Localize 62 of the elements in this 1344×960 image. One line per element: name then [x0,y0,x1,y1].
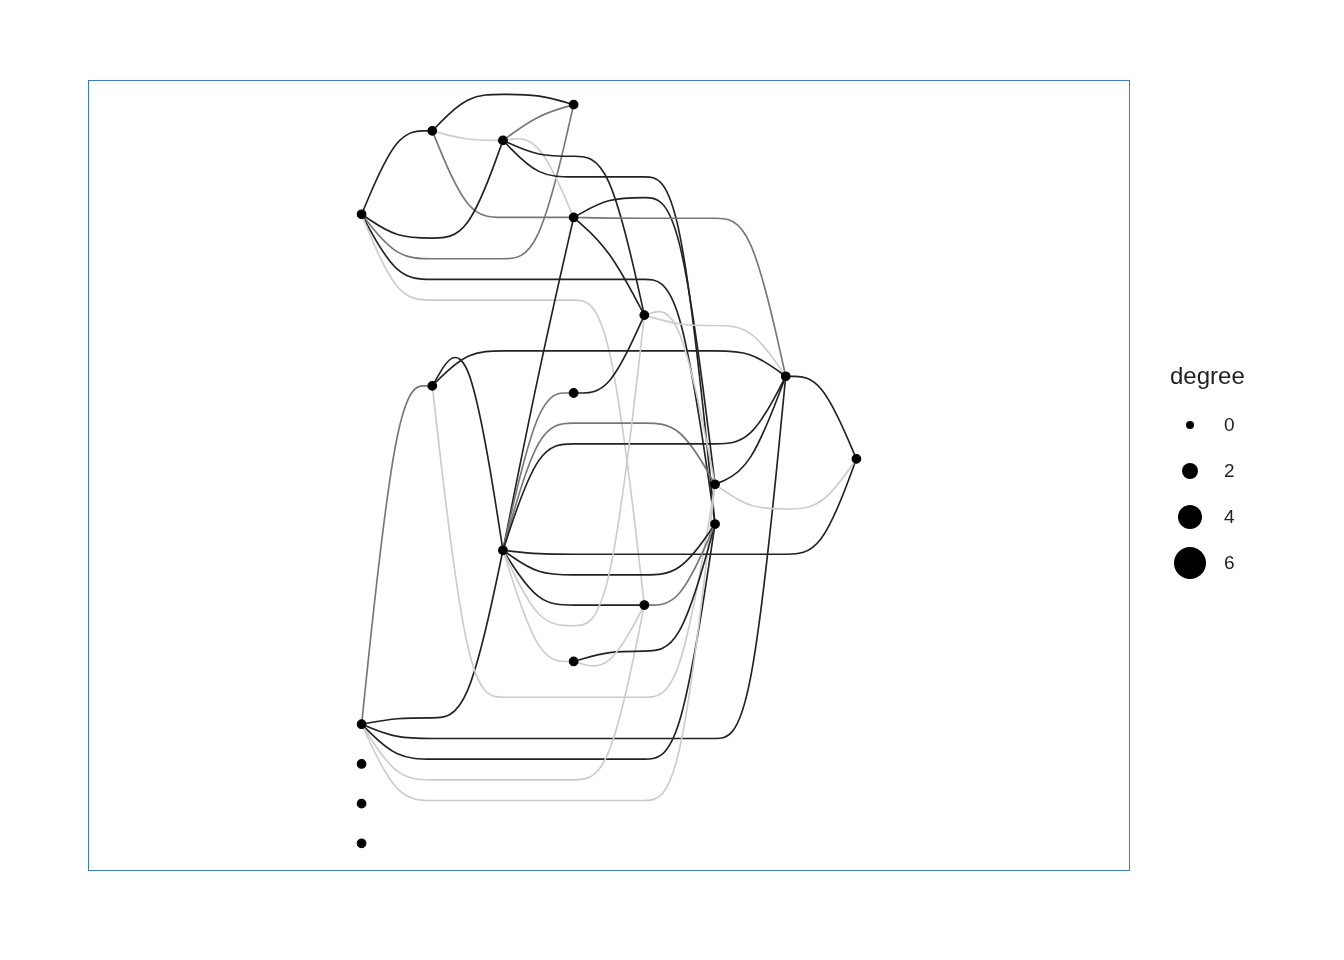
network-node [710,518,720,529]
network-edge [506,140,645,312]
network-edge [717,461,855,510]
network-node [356,798,367,808]
network-edge [647,526,715,606]
network-edge [503,378,785,547]
network-edge [363,527,716,760]
legend-label: 4 [1224,506,1235,528]
network-node [568,212,579,222]
network-edge [362,129,429,211]
network-edge [789,375,856,456]
network-edge [505,526,714,576]
network-node [427,380,438,391]
network-node [639,599,650,610]
legend-label: 2 [1224,460,1235,482]
network-edge [504,318,645,627]
network-edge [576,219,644,312]
network-edge [362,216,716,521]
network-node [498,135,508,145]
network-edge [365,553,503,724]
network-edge [362,217,645,602]
network-edge [364,379,787,739]
network-node [356,208,367,219]
network-edge [433,356,504,547]
network-node [356,718,367,729]
network-edge [505,142,716,521]
network-edge [577,216,786,373]
network-node [427,125,438,136]
network-edge [363,107,574,260]
network-edge [364,143,503,239]
legend-title: degree [1170,362,1245,390]
network-edge [647,315,785,374]
network-edge [503,391,571,547]
network-node [356,758,367,769]
network-node [568,387,579,398]
network-node [851,453,862,464]
network-node [639,309,650,320]
network-edge [505,104,571,139]
network-edge [431,388,716,698]
network-edge [647,310,715,481]
network-edge [718,379,785,483]
network-edge [506,137,573,214]
network-edge [361,384,429,721]
network-edge [434,349,783,384]
network-edge [434,93,571,129]
network-node [568,656,579,666]
legend-label: 0 [1224,414,1235,436]
network-node [498,544,508,555]
network-edge [433,133,571,218]
network-node [568,99,579,110]
network-edge [577,607,644,667]
network-node [780,370,791,381]
legend-label: 6 [1224,552,1235,574]
network-edge [363,608,645,781]
network-edge [435,130,500,141]
network-edge [506,461,856,555]
network-edge [504,552,641,606]
network-edge [503,220,574,547]
network-edge [503,553,571,662]
network-node [710,478,720,489]
network-edge [577,317,644,394]
network-node [356,837,367,848]
